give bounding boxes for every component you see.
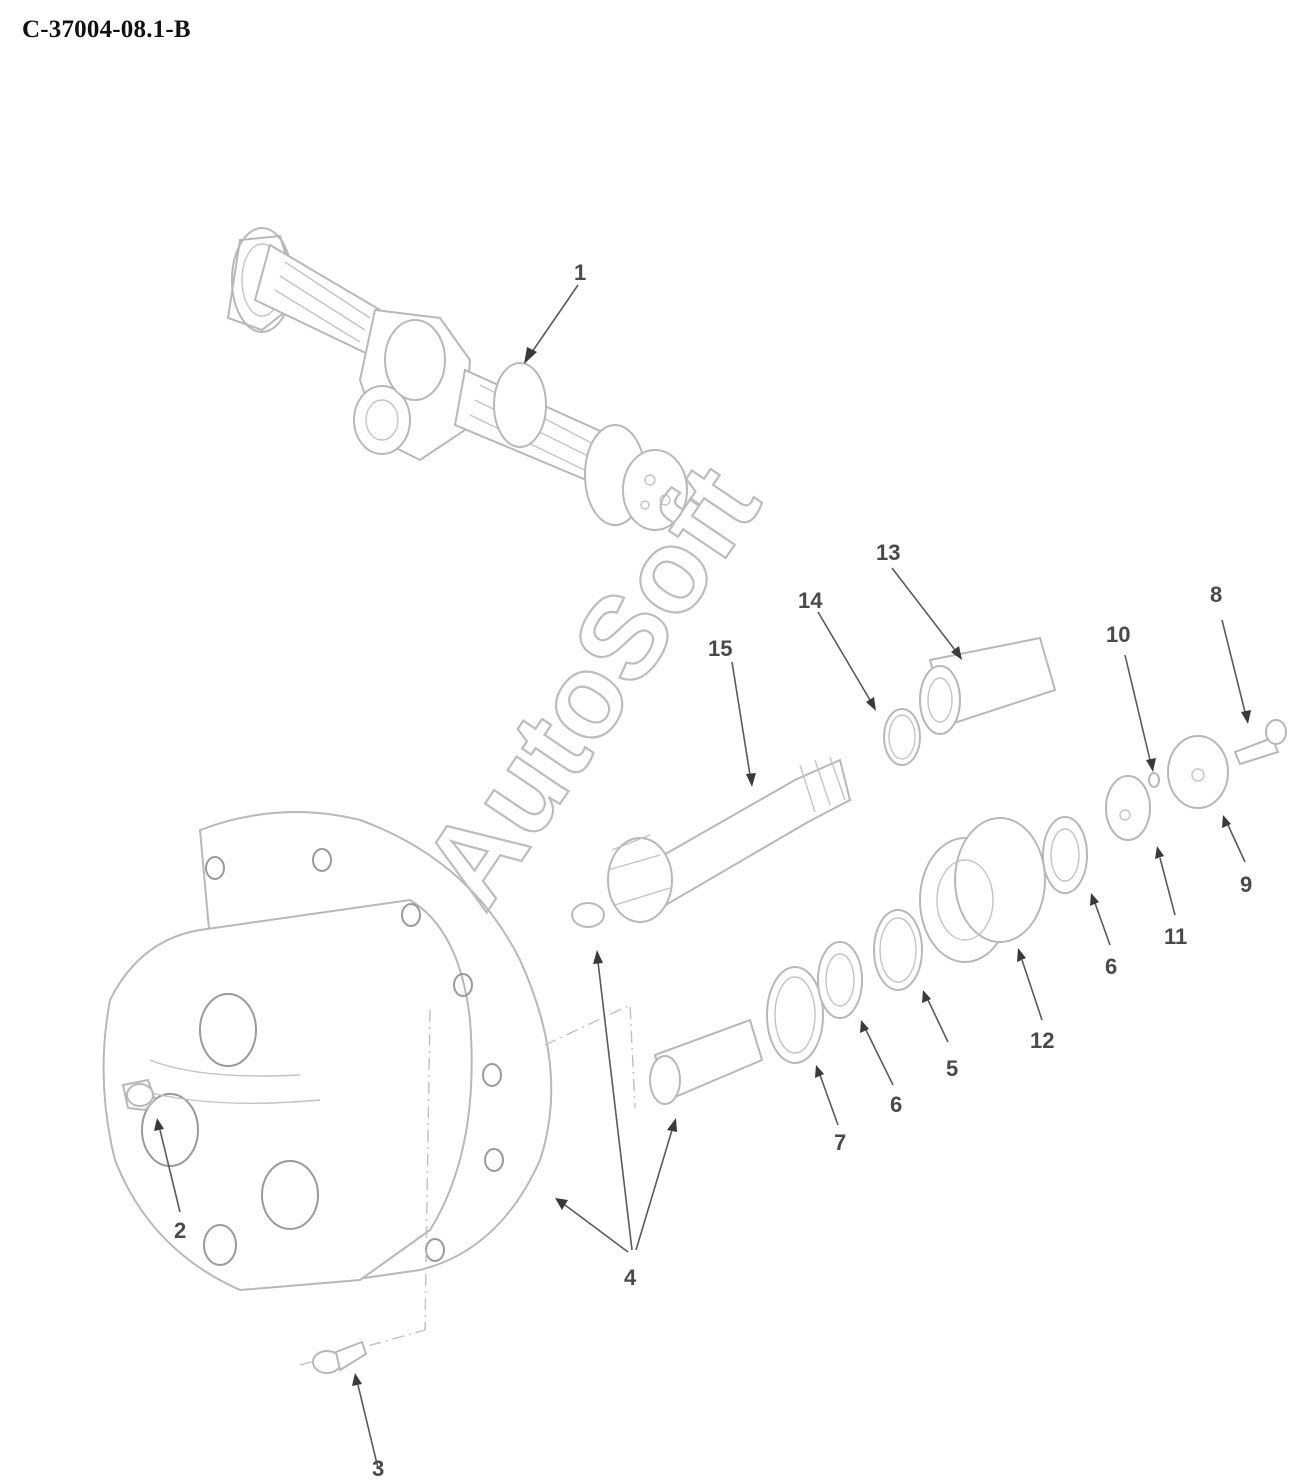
callout-13: 13 bbox=[876, 540, 900, 565]
splined-sleeve bbox=[919, 636, 1057, 735]
assembly-centerlines bbox=[299, 1003, 636, 1366]
ball-part bbox=[1148, 772, 1160, 788]
callout-4: 4 bbox=[624, 1265, 637, 1290]
callout-15: 15 bbox=[708, 636, 732, 661]
retaining-ring bbox=[873, 909, 923, 991]
needle-bearing-lower bbox=[817, 941, 863, 1019]
bolt-part bbox=[1233, 719, 1287, 766]
callout-2: 2 bbox=[174, 1218, 186, 1243]
thrust-washer bbox=[766, 966, 824, 1064]
callout-7: 7 bbox=[834, 1130, 846, 1155]
axle-assembly bbox=[226, 227, 688, 531]
leader-lines bbox=[154, 284, 1251, 1469]
planet-pin bbox=[649, 1018, 764, 1105]
lock-washer bbox=[1105, 775, 1151, 841]
retaining-disc bbox=[1167, 735, 1229, 809]
needle-bearing-upper bbox=[1042, 816, 1088, 894]
callout-3: 3 bbox=[372, 1456, 384, 1480]
callout-11: 11 bbox=[1164, 924, 1187, 949]
callout-1: 1 bbox=[574, 260, 586, 285]
callout-9: 9 bbox=[1240, 872, 1252, 897]
document-title: C-37004-08.1-B bbox=[22, 16, 191, 43]
planet-gear bbox=[919, 817, 1046, 963]
pinion-shaft bbox=[571, 756, 852, 928]
screw-part bbox=[312, 1340, 368, 1374]
callout-6-lower: 6 bbox=[890, 1092, 902, 1117]
callout-5: 5 bbox=[946, 1056, 958, 1081]
callout-8: 8 bbox=[1210, 582, 1222, 607]
hub-housing bbox=[102, 811, 553, 1292]
callout-6-upper: 6 bbox=[1105, 954, 1117, 979]
plug-part bbox=[121, 1078, 157, 1112]
callout-labels: 1 2 3 4 5 6 6 7 8 9 10 11 12 13 14 15 bbox=[174, 260, 1252, 1480]
callout-10: 10 bbox=[1106, 622, 1130, 647]
callout-12: 12 bbox=[1030, 1028, 1054, 1053]
snap-ring bbox=[883, 708, 921, 766]
callout-14: 14 bbox=[798, 588, 823, 613]
